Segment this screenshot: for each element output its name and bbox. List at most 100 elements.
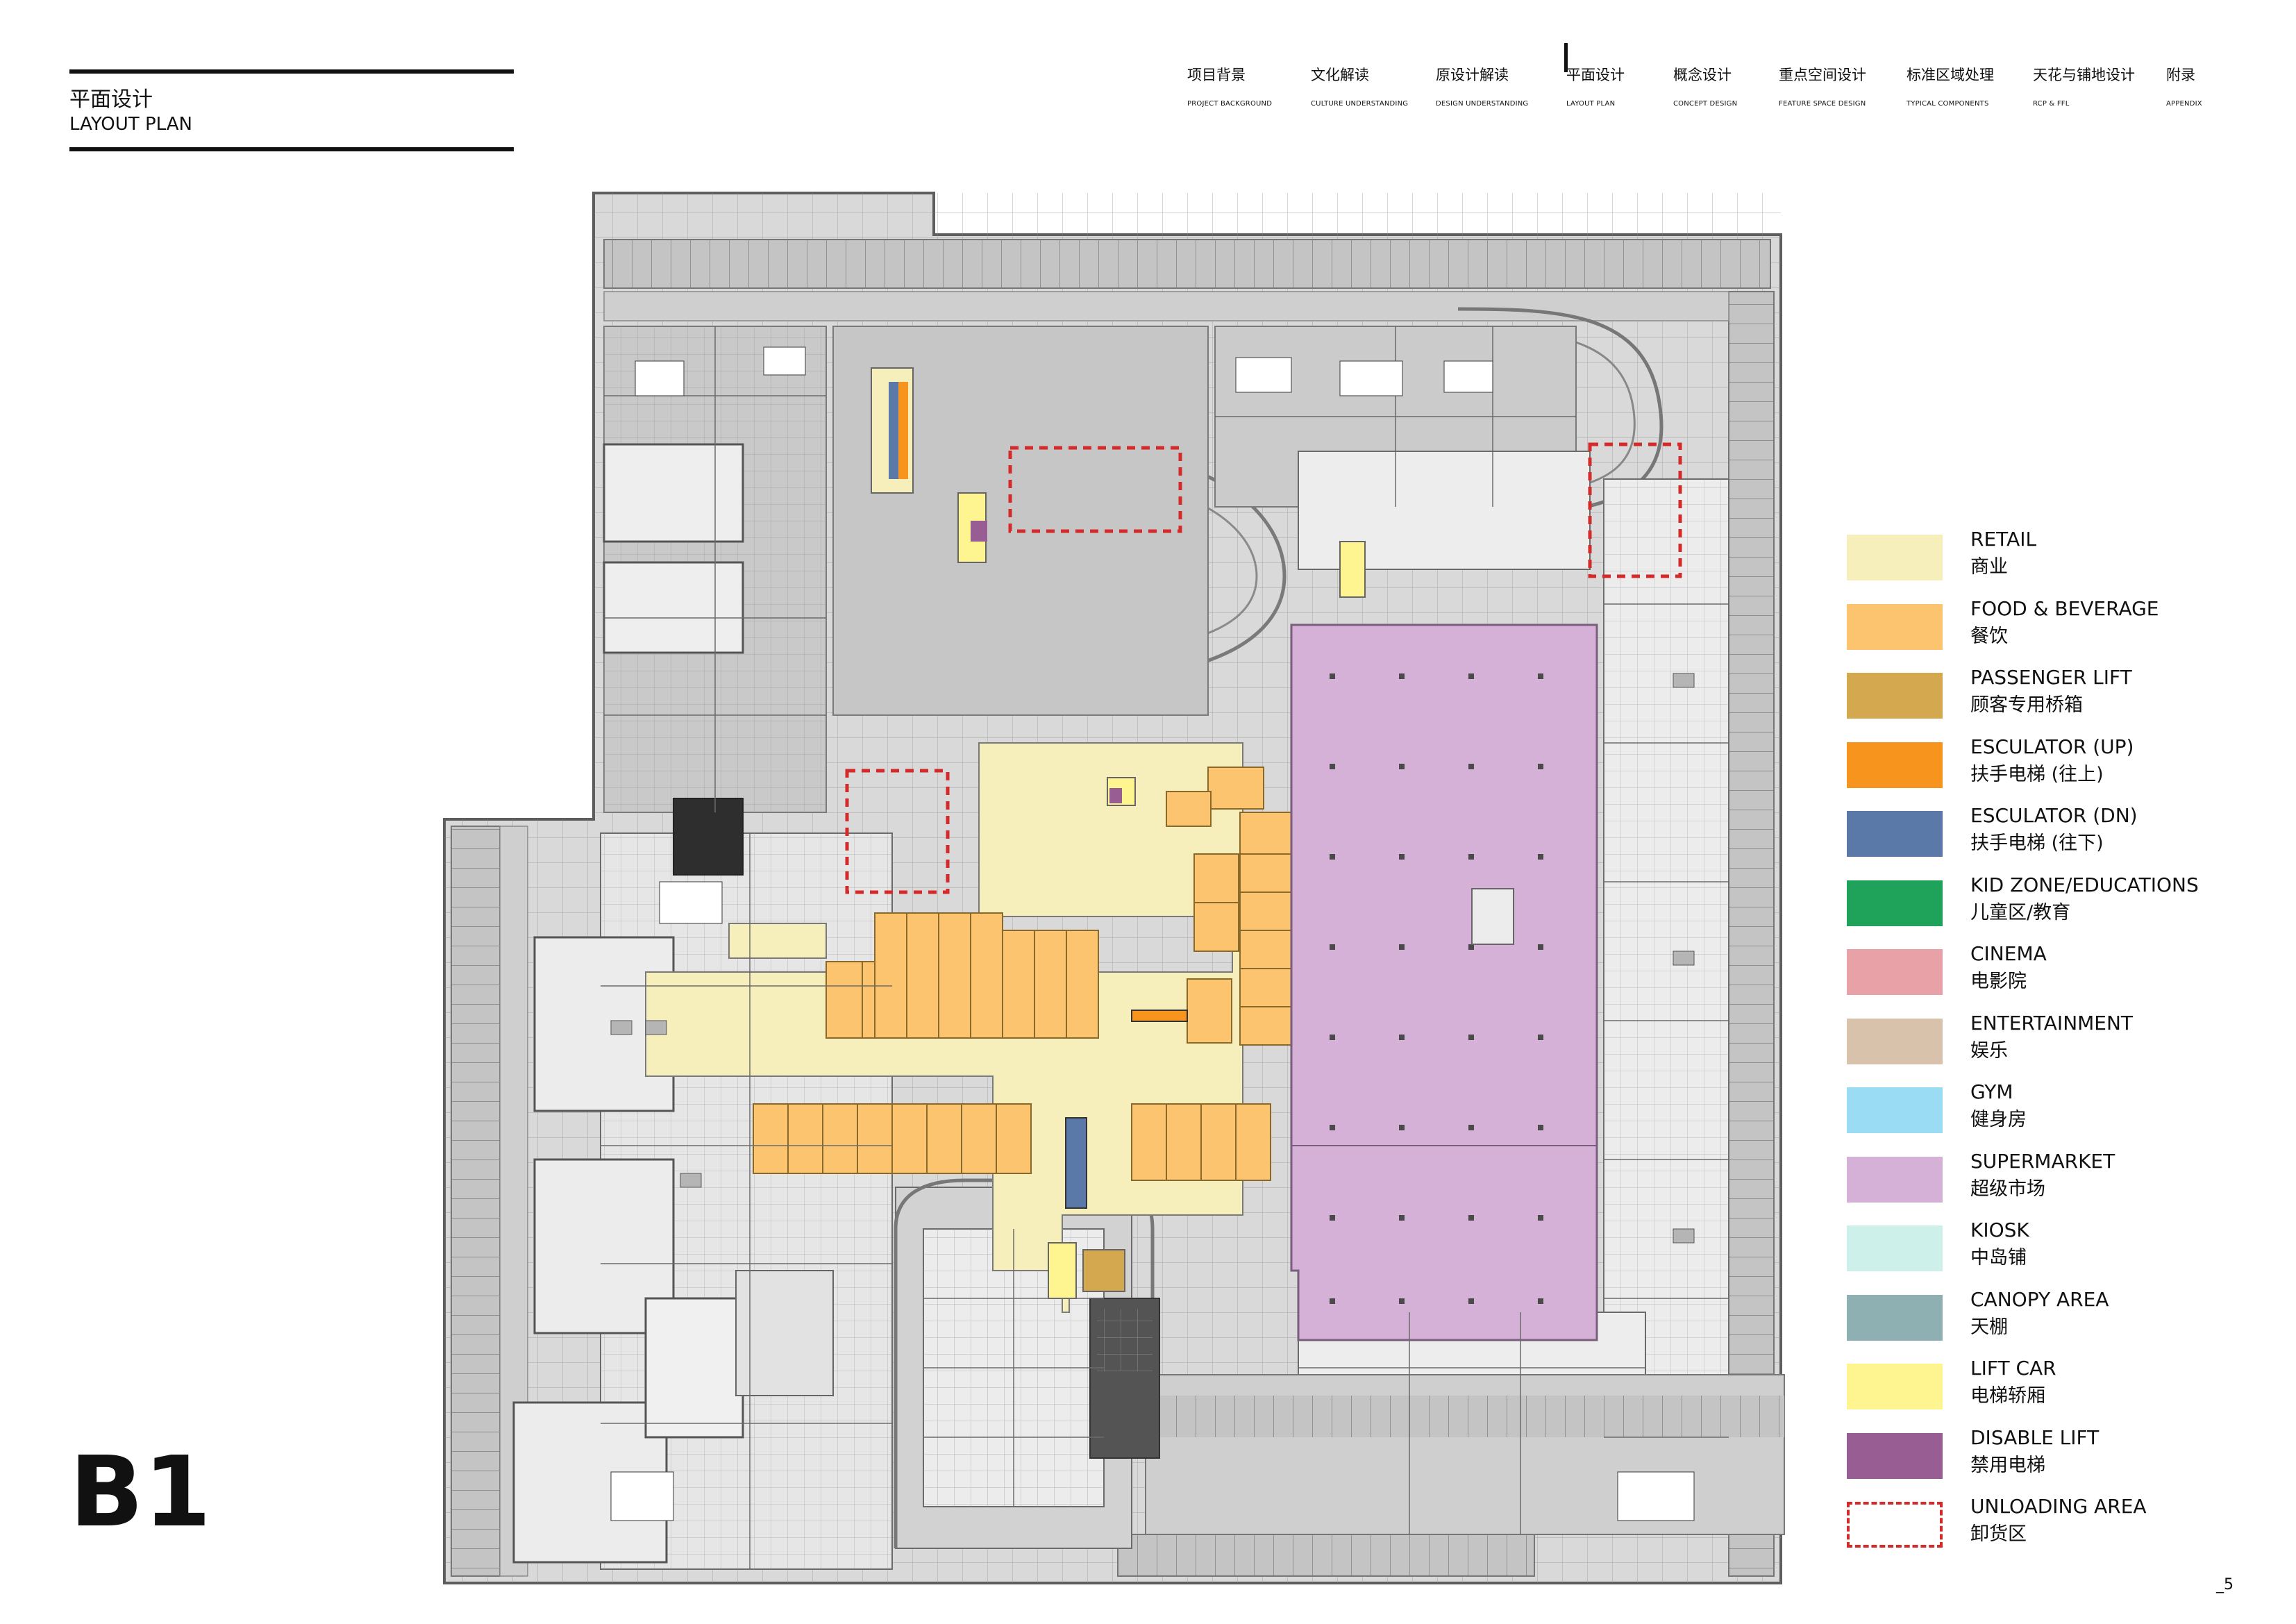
legend-label-cn: 中岛铺 bbox=[1970, 1247, 2027, 1269]
header-top-rule bbox=[69, 69, 514, 74]
legend-item-food-beverage: FOOD & BEVERAGE 餐饮 bbox=[1847, 592, 2263, 661]
legend-swatch bbox=[1847, 603, 1943, 650]
legend-swatch bbox=[1847, 1294, 1943, 1341]
nav-label-cn: 文化解读 bbox=[1311, 67, 1369, 83]
legend-label-en: SUPERMARKET bbox=[1970, 1149, 2115, 1173]
legend-label-cn: 娱乐 bbox=[1970, 1039, 2008, 1062]
legend-swatch bbox=[1847, 1156, 1943, 1203]
legend-item-cinema: CINEMA 电影院 bbox=[1847, 937, 2263, 1006]
legend-item-passenger-lift: PASSENGER LIFT 顾客专用桥箱 bbox=[1847, 660, 2263, 730]
nav-item-typical-components[interactable]: 标准区域处理 TYPICAL COMPONENTS bbox=[1907, 64, 1994, 108]
header-bottom-rule bbox=[69, 147, 514, 151]
legend-label-en: ESCULATOR (UP) bbox=[1970, 735, 2134, 758]
nav-item-project-background[interactable]: 项目背景 PROJECT BACKGROUND bbox=[1187, 64, 1272, 108]
legend-swatch bbox=[1847, 1087, 1943, 1133]
page-number: _5 bbox=[2216, 1576, 2234, 1593]
legend-label-en: KIOSK bbox=[1970, 1219, 2029, 1241]
legend-swatch bbox=[1847, 949, 1943, 995]
legend-label-cn: 卸货区 bbox=[1970, 1523, 2027, 1545]
nav-label-cn: 概念设计 bbox=[1673, 67, 1732, 83]
supermarket-columns bbox=[1330, 673, 1543, 1304]
legend-label-cn: 电影院 bbox=[1970, 971, 2027, 992]
nav-item-design-understanding[interactable]: 原设计解读 DESIGN UNDERSTANDING bbox=[1436, 64, 1528, 108]
legend-item-escalator-up: ESCULATOR (UP) 扶手电梯 (往上) bbox=[1847, 730, 2263, 799]
legend-item-retail: RETAIL 商业 bbox=[1847, 522, 2263, 592]
legend-label-en: FOOD & BEVERAGE bbox=[1970, 596, 2159, 620]
legend-swatch-dashed bbox=[1847, 1502, 1943, 1548]
legend-label-en: KID ZONE/EDUCATIONS bbox=[1970, 873, 2199, 896]
legend-label-cn: 电梯轿厢 bbox=[1970, 1385, 2045, 1407]
legend-swatch bbox=[1847, 1225, 1943, 1271]
nav-item-concept-design[interactable]: 概念设计 CONCEPT DESIGN bbox=[1673, 64, 1737, 108]
nav-item-appendix[interactable]: 附录 APPENDIX bbox=[2166, 64, 2202, 108]
nav-label-en: LAYOUT PLAN bbox=[1566, 100, 1616, 108]
nav-label-cn: 附录 bbox=[2166, 67, 2195, 83]
escalator-up bbox=[1131, 1010, 1188, 1022]
supermarket bbox=[1290, 623, 1598, 1341]
legend-item-unloading-area: UNLOADING AREA 卸货区 bbox=[1847, 1489, 2263, 1559]
escalator-down bbox=[1065, 1117, 1087, 1209]
nav-item-rcp-ffl[interactable]: 天花与铺地设计 RCP & FFL bbox=[2033, 64, 2135, 108]
legend-label-cn: 儿童区/教育 bbox=[1970, 901, 2071, 923]
legend-item-kid-zone: KID ZONE/EDUCATIONS 儿童区/教育 bbox=[1847, 868, 2263, 937]
nav-label-en: FEATURE SPACE DESIGN bbox=[1779, 100, 1866, 108]
parking-band-bottom bbox=[1117, 1534, 1535, 1577]
legend-swatch bbox=[1847, 742, 1943, 788]
nav-item-layout-plan[interactable]: 平面设计 LAYOUT PLAN bbox=[1566, 64, 1625, 108]
legend-swatch bbox=[1847, 811, 1943, 857]
b1-floor-plan bbox=[443, 192, 1785, 1584]
nav-label-en: APPENDIX bbox=[2166, 100, 2202, 108]
legend-swatch bbox=[1847, 1432, 1943, 1479]
legend-label-en: CINEMA bbox=[1970, 942, 2047, 965]
legend-item-escalator-down: ESCULATOR (DN) 扶手电梯 (往下) bbox=[1847, 798, 2263, 868]
nav-label-cn: 标准区域处理 bbox=[1907, 67, 1994, 83]
nav-label-en: RCP & FFL bbox=[2033, 100, 2070, 108]
legend-label-cn: 扶手电梯 (往上) bbox=[1970, 763, 2104, 785]
nav-item-culture-understanding[interactable]: 文化解读 CULTURE UNDERSTANDING bbox=[1311, 64, 1408, 108]
fnb-units bbox=[753, 767, 1295, 1181]
legend-swatch bbox=[1847, 1364, 1943, 1409]
disable-lift bbox=[971, 521, 987, 542]
section-nav: 项目背景 PROJECT BACKGROUND 文化解读 CULTURE UND… bbox=[1187, 64, 2240, 119]
nav-item-feature-space-design[interactable]: 重点空间设计 FEATURE SPACE DESIGN bbox=[1779, 64, 1866, 108]
legend-swatch bbox=[1847, 535, 1943, 580]
legend-label-cn: 餐饮 bbox=[1970, 625, 2008, 647]
parking-band-top bbox=[603, 239, 1771, 289]
legend-label-en: RETAIL bbox=[1970, 528, 2037, 551]
ramp-loop-right bbox=[1457, 307, 1664, 516]
legend-item-entertainment: ENTERTAINMENT 娱乐 bbox=[1847, 1006, 2263, 1075]
legend-label-en: LIFT CAR bbox=[1970, 1357, 2056, 1380]
stair-core-black bbox=[673, 798, 744, 876]
legend-swatch bbox=[1847, 1018, 1943, 1064]
unloading-areas bbox=[845, 442, 1682, 894]
parking-band-left bbox=[451, 826, 501, 1577]
nav-label-cn: 重点空间设计 bbox=[1779, 67, 1866, 83]
nav-label-en: DESIGN UNDERSTANDING bbox=[1436, 100, 1529, 108]
nav-label-en: PROJECT BACKGROUND bbox=[1187, 100, 1273, 108]
nav-label-en: CONCEPT DESIGN bbox=[1673, 100, 1738, 108]
nav-label-cn: 项目背景 bbox=[1187, 67, 1246, 83]
nav-label-cn: 原设计解读 bbox=[1436, 67, 1509, 83]
nav-label-cn: 天花与铺地设计 bbox=[2033, 67, 2135, 83]
legend-label-en: DISABLE LIFT bbox=[1970, 1425, 2100, 1449]
page-title-cn: 平面设计 bbox=[69, 87, 153, 112]
active-section-marker bbox=[1564, 43, 1568, 72]
legend-label-en: PASSENGER LIFT bbox=[1970, 666, 2132, 689]
legend-item-lift-car: LIFT CAR 电梯轿厢 bbox=[1847, 1351, 2263, 1421]
legend-label-en: ESCULATOR (DN) bbox=[1970, 804, 2138, 827]
legend-label-cn: 天棚 bbox=[1970, 1316, 2008, 1338]
legend-label-en: ENTERTAINMENT bbox=[1970, 1011, 2134, 1035]
legend-label-en: UNLOADING AREA bbox=[1970, 1495, 2147, 1518]
legend-label-cn: 禁用电梯 bbox=[1970, 1454, 2045, 1476]
nav-label-en: TYPICAL COMPONENTS bbox=[1907, 100, 1989, 108]
legend-item-disable-lift: DISABLE LIFT 禁用电梯 bbox=[1847, 1421, 2263, 1490]
nav-label-cn: 平面设计 bbox=[1566, 67, 1625, 83]
legend-item-gym: GYM 健身房 bbox=[1847, 1075, 2263, 1144]
legend-label-cn: 商业 bbox=[1970, 556, 2008, 578]
page-title-en: LAYOUT PLAN bbox=[69, 114, 192, 135]
legend-item-kiosk: KIOSK 中岛铺 bbox=[1847, 1213, 2263, 1282]
floor-label: B1 bbox=[69, 1436, 212, 1549]
legend: RETAIL 商业 FOOD & BEVERAGE 餐饮 PASSENGER L… bbox=[1847, 522, 2263, 1559]
parking-band-right bbox=[1728, 291, 1775, 1577]
legend-swatch bbox=[1847, 880, 1943, 926]
